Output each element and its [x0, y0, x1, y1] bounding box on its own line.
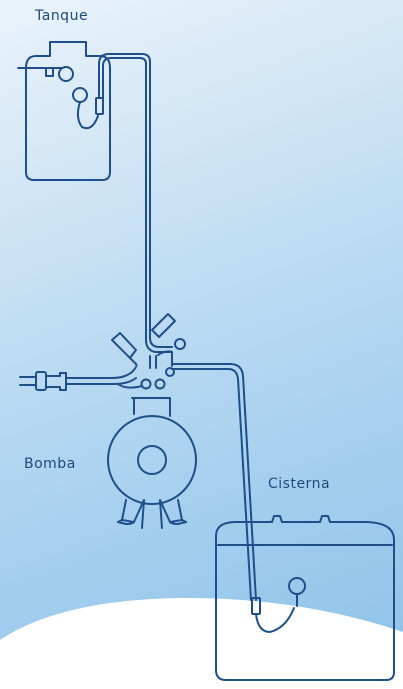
cistern-label: Cisterna [268, 476, 331, 492]
pump-label: Bomba [24, 456, 76, 472]
ground [0, 597, 403, 689]
cistern [215, 515, 395, 681]
tank [17, 41, 151, 323]
tank-label: Tanque [35, 8, 89, 24]
pump [19, 313, 197, 529]
pipe-to-cistern [171, 363, 257, 601]
